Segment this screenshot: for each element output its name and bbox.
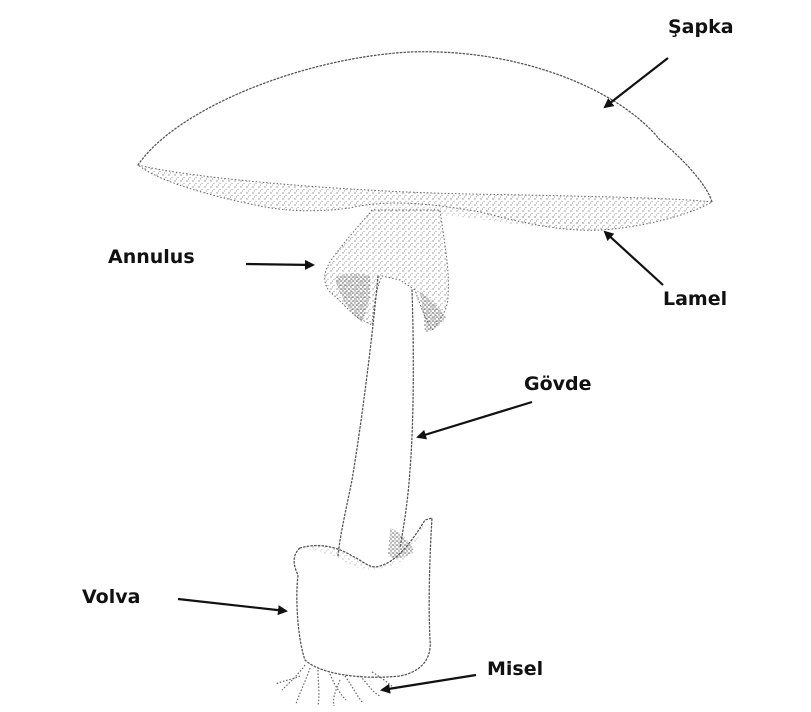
stem	[338, 276, 414, 558]
arrow-annulus	[246, 264, 313, 265]
stem-label: Gövde	[524, 373, 592, 395]
volva-label: Volva	[82, 586, 140, 608]
annulus-label: Annulus	[108, 246, 195, 268]
arrow-volva	[178, 599, 286, 611]
cap-label: Şapka	[668, 16, 734, 38]
arrow-misel	[382, 675, 476, 690]
gills-label: Lamel	[663, 288, 727, 310]
annulus	[325, 210, 449, 332]
arrow-lamel	[605, 232, 663, 285]
cap	[138, 52, 712, 231]
arrows	[178, 58, 668, 690]
arrow-govde	[418, 402, 532, 437]
mycelium	[276, 665, 396, 706]
mycelium-label: Misel	[487, 658, 543, 680]
arrow-sapka	[605, 58, 668, 107]
volva	[294, 518, 432, 677]
